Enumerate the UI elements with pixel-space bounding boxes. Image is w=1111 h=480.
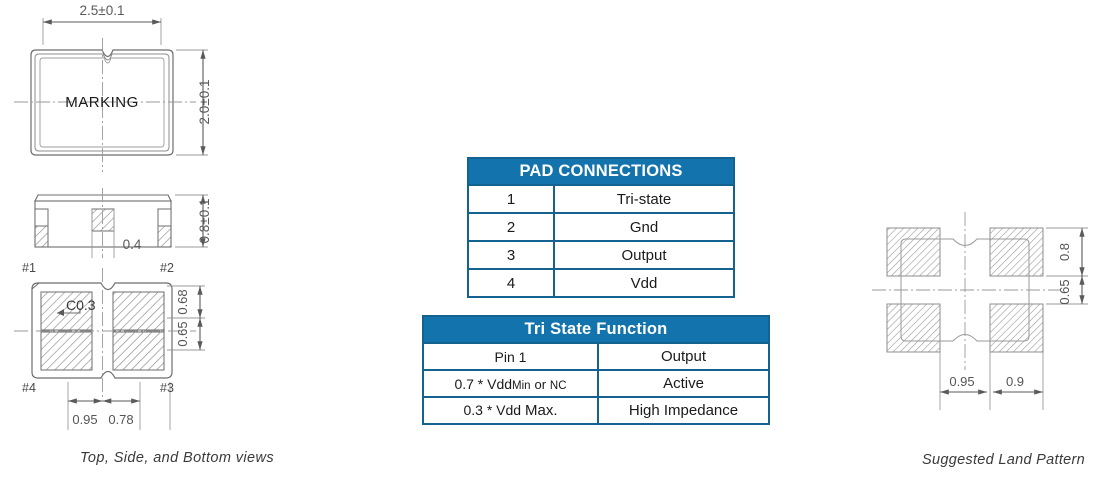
land-pattern-dimension-065: 0.65	[1057, 279, 1072, 304]
land-pattern-dimension-09: 0.9	[1006, 374, 1024, 389]
side-view-drawing	[34, 188, 208, 258]
table-row: 3 Output	[467, 240, 735, 270]
tri-state-condition-cell: 0.7 * VddMin or NC	[422, 369, 599, 398]
top-view-drawing	[14, 18, 208, 172]
pin-label-3: #3	[160, 381, 174, 395]
land-pattern-dimension-095: 0.95	[949, 374, 974, 389]
chamfer-note: C0.3	[66, 297, 96, 313]
pad-number-cell: 1	[467, 184, 555, 214]
table-row: 2 Gnd	[467, 212, 735, 242]
pin-label-1: #1	[22, 261, 36, 275]
pad-number-cell: 2	[467, 212, 555, 242]
tri-state-function-table: Tri State Function Pin 1 Output 0.7 * Vd…	[422, 315, 770, 425]
package-views-caption: Top, Side, and Bottom views	[80, 450, 275, 466]
condition-value: 0.3 * Vdd	[463, 402, 522, 418]
top-view-height-dimension: 2.0±0.1	[197, 80, 212, 125]
land-pattern-caption: Suggested Land Pattern	[922, 452, 1085, 468]
condition-value: 0.7 * Vdd	[454, 375, 513, 392]
pad-number-cell: 4	[467, 268, 555, 298]
pad-function-cell: Vdd	[553, 268, 735, 298]
pad-function-cell: Gnd	[553, 212, 735, 242]
bottom-view-dimension-065: 0.65	[175, 321, 190, 346]
pin-label-4: #4	[22, 381, 36, 395]
condition-alt: NC	[549, 379, 567, 392]
table-row: 0.3 * Vdd Max. High Impedance	[422, 396, 770, 425]
bottom-view-drawing	[14, 268, 205, 430]
pad-number-cell: 3	[467, 240, 555, 270]
condition-conjunction: or	[534, 376, 547, 392]
table-header-row: PAD CONNECTIONS	[467, 157, 735, 186]
side-view-center-pad-dimension: 0.4	[123, 237, 142, 252]
bottom-view-dimension-078: 0.78	[108, 412, 133, 427]
tri-state-condition-header: Pin 1	[422, 342, 599, 371]
tri-state-result-cell: High Impedance	[597, 396, 770, 425]
tri-state-condition-cell: 0.3 * Vdd Max.	[422, 396, 599, 425]
table-subheader-row: Pin 1 Output	[422, 342, 770, 371]
bottom-view-dimension-095: 0.95	[72, 412, 97, 427]
bottom-view-dimension-068: 0.68	[175, 289, 190, 314]
condition-qualifier: Max.	[524, 402, 558, 419]
condition-qualifier: Min	[512, 379, 531, 392]
side-view-height-dimension: 0.8±0.1	[197, 199, 212, 244]
pad-function-cell: Tri-state	[553, 184, 735, 214]
pad-function-cell: Output	[553, 240, 735, 270]
land-pattern-dimension-08: 0.8	[1057, 243, 1072, 261]
table-row: 1 Tri-state	[467, 184, 735, 214]
marking-label: MARKING	[65, 94, 139, 111]
pin-label-2: #2	[160, 261, 174, 275]
tri-state-result-cell: Active	[597, 369, 770, 398]
land-pattern-drawing	[872, 212, 1088, 410]
table-row: 0.7 * VddMin or NC Active	[422, 369, 770, 398]
tri-state-title: Tri State Function	[422, 315, 770, 344]
top-view-width-dimension: 2.5±0.1	[80, 3, 125, 18]
pad-connections-title: PAD CONNECTIONS	[467, 157, 735, 186]
table-row: 4 Vdd	[467, 268, 735, 298]
table-header-row: Tri State Function	[422, 315, 770, 344]
tri-state-result-header: Output	[597, 342, 770, 371]
pad-connections-table: PAD CONNECTIONS 1 Tri-state 2 Gnd 3 Outp…	[467, 157, 735, 298]
